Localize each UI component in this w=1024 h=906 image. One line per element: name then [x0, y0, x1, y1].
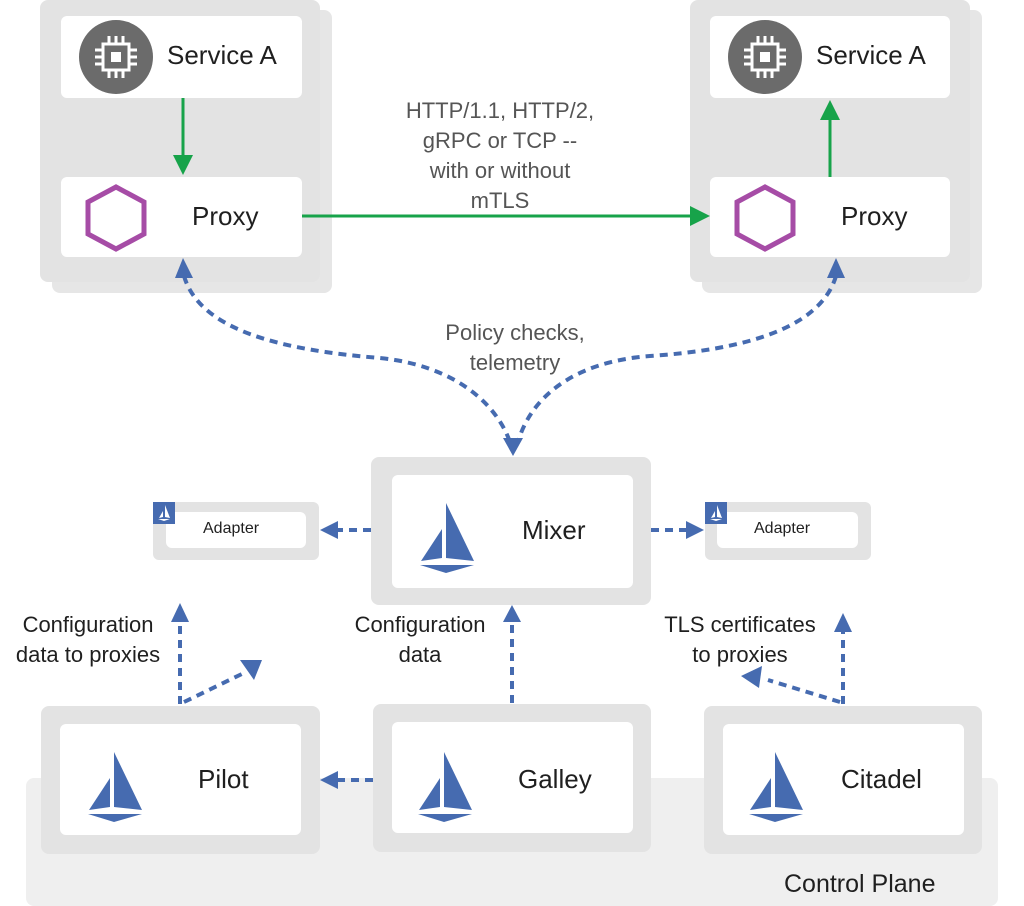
pilot-label: Pilot	[198, 764, 249, 794]
hexagon-icon	[85, 184, 147, 252]
citadel-card[interactable]: Citadel	[723, 724, 964, 835]
left-proxy-card[interactable]: Proxy	[61, 177, 302, 257]
citadel-annotation: TLS certificates to proxies	[664, 612, 816, 667]
control-plane-label: Control Plane	[784, 870, 936, 898]
citadel-label: Citadel	[841, 764, 922, 794]
proxy-to-service-arrow	[820, 100, 840, 177]
proxy-link-label: HTTP/1.1, HTTP/2, gRPC or TCP -- with or…	[405, 98, 595, 213]
mixer-card[interactable]: Mixer	[392, 475, 633, 588]
right-proxy-card[interactable]: Proxy	[710, 177, 950, 257]
adapter-right-label: Adapter	[754, 520, 811, 537]
galley-card[interactable]: Galley	[392, 722, 633, 833]
istio-sail-icon	[88, 752, 142, 822]
mixer-to-adapter-left-arrow	[320, 521, 371, 539]
istio-sail-icon	[705, 502, 727, 524]
policy-right-arrow	[516, 258, 845, 443]
citadel-diagonal-arrow	[741, 666, 841, 704]
citadel-up-arrow	[834, 613, 852, 704]
chip-icon	[728, 20, 802, 94]
chip-icon	[79, 20, 153, 94]
proxy-to-proxy-arrow	[302, 206, 710, 226]
mixer-label: Mixer	[522, 515, 586, 545]
adapter-right-card[interactable]: Adapter	[717, 512, 858, 548]
policy-left-arrow	[175, 258, 512, 443]
pilot-card[interactable]: Pilot	[60, 724, 301, 835]
policy-checks-label: Policy checks, telemetry	[445, 320, 585, 375]
galley-to-pilot-arrow	[320, 771, 373, 789]
istio-sail-icon	[749, 752, 803, 822]
policy-arrowhead-mixer	[503, 438, 523, 456]
right-service-card[interactable]: Service A	[710, 16, 950, 98]
left-proxy-label: Proxy	[192, 201, 259, 231]
service-to-proxy-arrow	[173, 98, 193, 175]
left-service-card[interactable]: Service A	[61, 16, 302, 98]
hexagon-icon	[734, 184, 796, 252]
mixer-to-adapter-right-arrow	[651, 521, 704, 539]
pilot-diagonal-arrow	[183, 660, 262, 704]
adapter-left-card[interactable]: Adapter	[166, 512, 306, 548]
galley-to-mixer-arrow	[503, 605, 521, 703]
pilot-annotation: Configuration data to proxies	[15, 612, 161, 667]
pilot-up-arrow	[171, 603, 189, 704]
istio-sail-icon	[420, 503, 474, 573]
istio-sail-icon	[153, 502, 175, 524]
istio-sail-icon	[418, 752, 472, 822]
left-service-label: Service A	[167, 40, 277, 70]
right-service-label: Service A	[816, 40, 926, 70]
adapter-left-label: Adapter	[203, 520, 260, 537]
galley-annotation: Configuration data	[354, 612, 486, 667]
galley-label: Galley	[518, 764, 592, 794]
right-proxy-label: Proxy	[841, 201, 908, 231]
